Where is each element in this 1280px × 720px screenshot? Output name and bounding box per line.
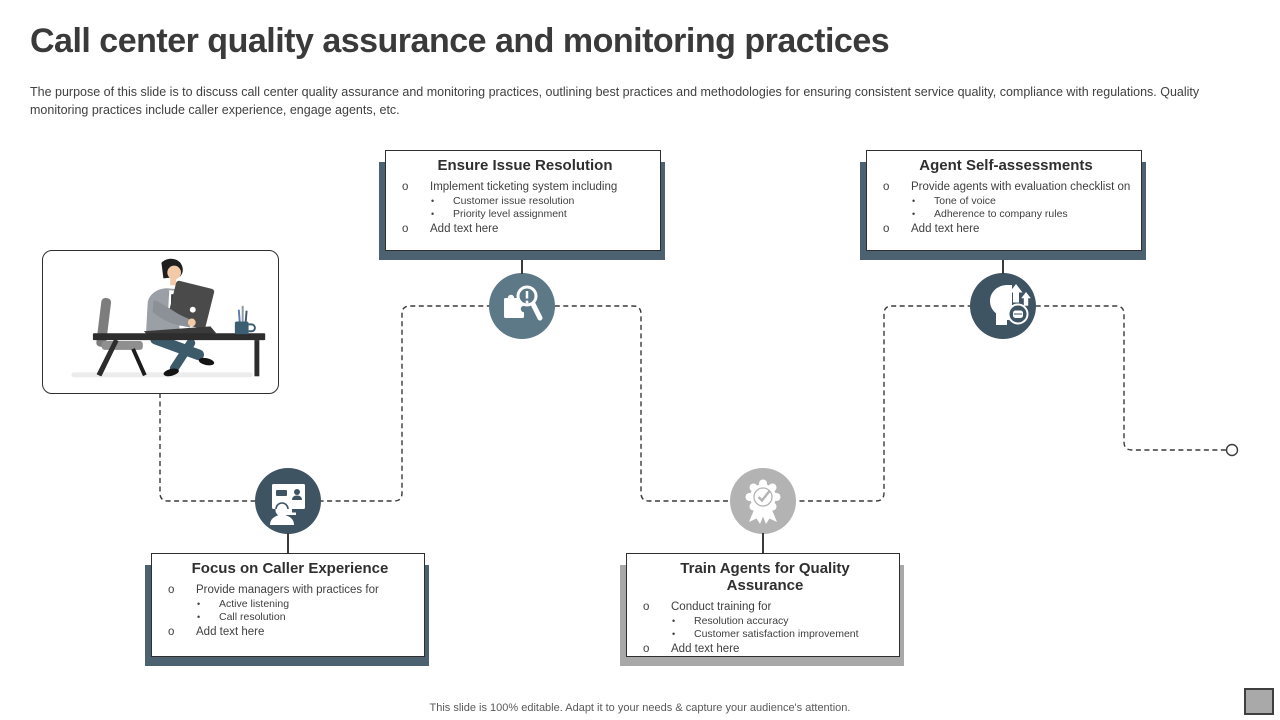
bullet-marker: • bbox=[672, 629, 676, 639]
person-illustration-frame[interactable] bbox=[42, 250, 279, 394]
corner-square-shape[interactable] bbox=[1244, 688, 1274, 715]
bullet-text: Add text here bbox=[196, 626, 265, 638]
footer-note: This slide is 100% editable. Adapt it to… bbox=[429, 702, 851, 714]
sub-bullet-item: • Resolution accuracy bbox=[669, 615, 889, 628]
bullet-marker: • bbox=[431, 196, 435, 206]
man-at-desk-illustration bbox=[71, 258, 266, 378]
bullet-item: o Add text here bbox=[881, 221, 1131, 237]
sub-bullet-item: • Customer satisfaction improvement bbox=[669, 628, 889, 641]
bullet-text: Active listening bbox=[219, 598, 290, 610]
caller-experience-node[interactable] bbox=[255, 468, 321, 534]
sub-bullet-item: • Adherence to company rules bbox=[909, 208, 1131, 221]
bullet-item: o Provide managers with practices for bbox=[166, 582, 414, 598]
sub-bullet-item: • Tone of voice bbox=[909, 195, 1131, 208]
bullet-marker: • bbox=[672, 616, 676, 626]
quality-training-node[interactable] bbox=[730, 468, 796, 534]
sub-bullet-item: • Call resolution bbox=[194, 611, 414, 624]
bullet-marker: o bbox=[883, 181, 890, 193]
bullet-item: o Add text here bbox=[166, 624, 414, 640]
bullet-item: o Conduct training for bbox=[641, 599, 889, 615]
path-end-circle bbox=[1225, 443, 1239, 457]
bullet-marker: • bbox=[431, 209, 435, 219]
bullet-text: Customer satisfaction improvement bbox=[694, 628, 859, 640]
card-focus-caller-experience[interactable]: Focus on Caller Experience o Provide mana… bbox=[145, 553, 429, 666]
card-title: Train Agents for Quality Assurance bbox=[680, 560, 850, 594]
card-title: Focus on Caller Experience bbox=[191, 560, 389, 577]
caller-experience-agent-monitor-icon bbox=[270, 484, 305, 525]
bullet-text: Adherence to company rules bbox=[934, 208, 1068, 220]
bullet-marker: o bbox=[168, 626, 175, 638]
bullet-item: o Add text here bbox=[641, 641, 889, 657]
issue-resolution-magnifier-puzzle-icon bbox=[504, 285, 543, 321]
bullet-marker: • bbox=[912, 196, 916, 206]
bullet-marker: o bbox=[168, 584, 175, 596]
bullet-text: Customer issue resolution bbox=[453, 195, 575, 207]
bullet-marker: o bbox=[402, 223, 409, 235]
bullet-marker: o bbox=[643, 643, 650, 655]
bullet-text: Provide managers with practices for bbox=[196, 584, 379, 596]
sub-bullet-item: • Priority level assignment bbox=[428, 208, 650, 221]
connector-tick bbox=[762, 533, 764, 554]
bullet-text: Priority level assignment bbox=[453, 208, 567, 220]
self-assessment-node[interactable] bbox=[970, 273, 1036, 339]
card-ensure-issue-resolution[interactable]: Ensure Issue Resolution o Implement ticke… bbox=[379, 150, 665, 260]
bullet-marker: o bbox=[883, 223, 890, 235]
sub-bullet-item: • Customer issue resolution bbox=[428, 195, 650, 208]
issue-resolution-node[interactable] bbox=[489, 273, 555, 339]
bullet-marker: • bbox=[197, 612, 201, 622]
card-train-agents-quality[interactable]: Train Agents for Quality Assurance o Cond… bbox=[620, 553, 904, 666]
bullet-text: Add text here bbox=[430, 223, 499, 235]
slide-description[interactable]: The purpose of this slide is to discuss … bbox=[30, 85, 1200, 117]
bullet-marker: o bbox=[402, 181, 409, 193]
bullet-item: o Implement ticketing system including bbox=[400, 179, 650, 195]
page-title[interactable]: Call center quality assurance and monito… bbox=[30, 22, 890, 60]
quality-award-ribbon-icon bbox=[745, 479, 781, 524]
connector-tick bbox=[1002, 251, 1004, 274]
card-title: Ensure Issue Resolution bbox=[437, 157, 613, 174]
self-assessment-head-arrows-icon bbox=[990, 284, 1031, 325]
sub-bullet-item: • Active listening bbox=[194, 598, 414, 611]
bullet-text: Resolution accuracy bbox=[694, 615, 789, 627]
connector-tick bbox=[287, 533, 289, 554]
bullet-item: o Add text here bbox=[400, 221, 650, 237]
card-title: Agent Self-assessments bbox=[919, 157, 1093, 174]
connector-tick bbox=[521, 251, 523, 274]
bullet-marker: o bbox=[643, 601, 650, 613]
bullet-text: Add text here bbox=[671, 643, 740, 655]
card-agent-self-assessments[interactable]: Agent Self-assessments o Provide agents w… bbox=[860, 150, 1146, 260]
bullet-text: Call resolution bbox=[219, 611, 286, 623]
bullet-item: o Provide agents with evaluation checklis… bbox=[881, 179, 1131, 195]
bullet-text: Tone of voice bbox=[934, 195, 996, 207]
bullet-text: Implement ticketing system including bbox=[430, 181, 618, 193]
bullet-text: Add text here bbox=[911, 223, 980, 235]
bullet-text: Conduct training for bbox=[671, 601, 772, 613]
bullet-text: Provide agents with evaluation checklist… bbox=[911, 181, 1131, 193]
bullet-marker: • bbox=[197, 599, 201, 609]
bullet-marker: • bbox=[912, 209, 916, 219]
